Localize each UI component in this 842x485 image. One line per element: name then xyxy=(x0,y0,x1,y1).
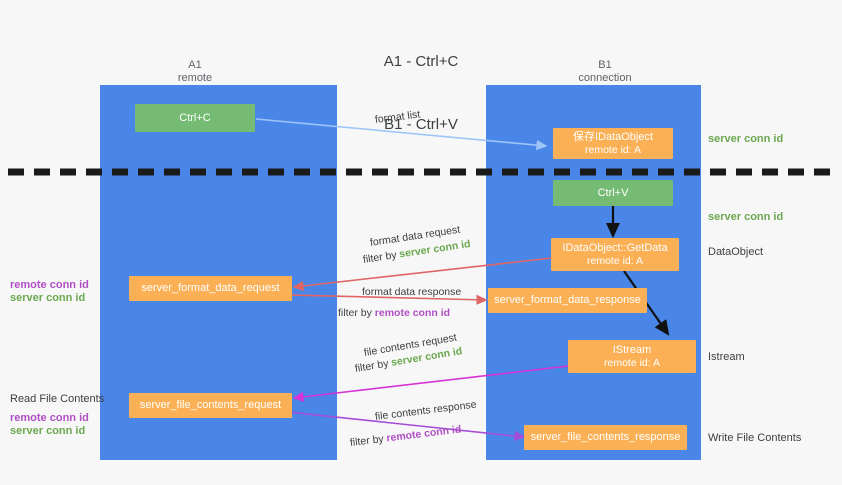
left-label-read-file-contents: Read File Contents xyxy=(10,393,105,405)
box-server-file-contents-response-label: server_file_contents_response xyxy=(530,431,681,443)
box-istream[interactable]: IStream remote id: A xyxy=(568,340,696,373)
edge-label-filter-by-remote-conn-id-1: filter by remote conn id xyxy=(338,306,450,320)
title-line-1: A1 - Ctrl+C xyxy=(383,53,459,70)
right-label-write-file-contents: Write File Contents xyxy=(708,432,802,444)
edge-label-filter-by-remote-conn-id-2: filter by remote conn id xyxy=(349,422,462,450)
box-getdata-line1: IDataObject::GetData xyxy=(562,241,668,254)
left-label-remote-conn-id-1: remote conn id xyxy=(10,279,89,291)
filter-value-remote-conn-id-2: remote conn id xyxy=(385,423,462,445)
box-istream-line2: remote id: A xyxy=(603,356,661,369)
right-label-server-conn-id-1: server conn id xyxy=(708,133,784,145)
lane-b1-sub: connection xyxy=(578,72,632,84)
right-label-server-conn-id-2: server conn id xyxy=(708,211,784,223)
box-server-format-data-request-label: server_format_data_request xyxy=(141,282,280,294)
box-ctrl-c-line1: Ctrl+C xyxy=(179,111,211,124)
box-getdata[interactable]: IDataObject::GetData remote id: A xyxy=(551,238,679,271)
lane-a1-name: A1 xyxy=(188,59,202,71)
lane-a1-sub: remote xyxy=(177,72,213,84)
edge-label-format-data-response: format data response xyxy=(362,286,462,298)
right-label-dataobject: DataObject xyxy=(708,246,764,258)
box-save-idataobject-line2: remote id: A xyxy=(584,143,642,156)
box-ctrl-v-line1: Ctrl+V xyxy=(597,186,629,199)
box-server-file-contents-response[interactable]: server_file_contents_response xyxy=(524,425,687,450)
filter-prefix-4: filter by xyxy=(349,432,388,449)
box-save-idataobject-line1: 保存IDataObject xyxy=(572,130,654,143)
left-label-server-conn-id-2: server conn id xyxy=(10,425,86,437)
left-label-server-conn-id-1: server conn id xyxy=(10,292,86,304)
box-ctrl-v[interactable]: Ctrl+V xyxy=(553,180,673,206)
filter-value-remote-conn-id-1: remote conn id xyxy=(374,307,451,319)
filter-prefix-2: filter by xyxy=(338,307,375,319)
right-label-istream: Istream xyxy=(708,351,745,363)
left-label-remote-conn-id-2: remote conn id xyxy=(10,412,89,424)
box-ctrl-c[interactable]: Ctrl+C xyxy=(135,104,255,132)
edge-label-file-contents-response: file contents response xyxy=(374,398,478,423)
lane-header-a1: A1 remote xyxy=(140,59,250,85)
box-server-format-data-response-label: server_format_data_response xyxy=(494,294,641,306)
box-istream-line1: IStream xyxy=(612,343,652,356)
box-server-format-data-request[interactable]: server_format_data_request xyxy=(129,276,292,301)
lane-header-b1: B1 connection xyxy=(545,59,665,85)
box-server-file-contents-request-label: server_file_contents_request xyxy=(139,399,282,411)
box-server-file-contents-request[interactable]: server_file_contents_request xyxy=(129,393,292,418)
box-getdata-line2: remote id: A xyxy=(586,254,644,267)
box-server-format-data-response[interactable]: server_format_data_response xyxy=(488,288,647,313)
lane-b1-name: B1 xyxy=(598,59,612,71)
filter-prefix-3: filter by xyxy=(354,357,393,375)
box-save-idataobject[interactable]: 保存IDataObject remote id: A xyxy=(553,128,673,159)
filter-prefix-1: filter by xyxy=(362,248,401,266)
